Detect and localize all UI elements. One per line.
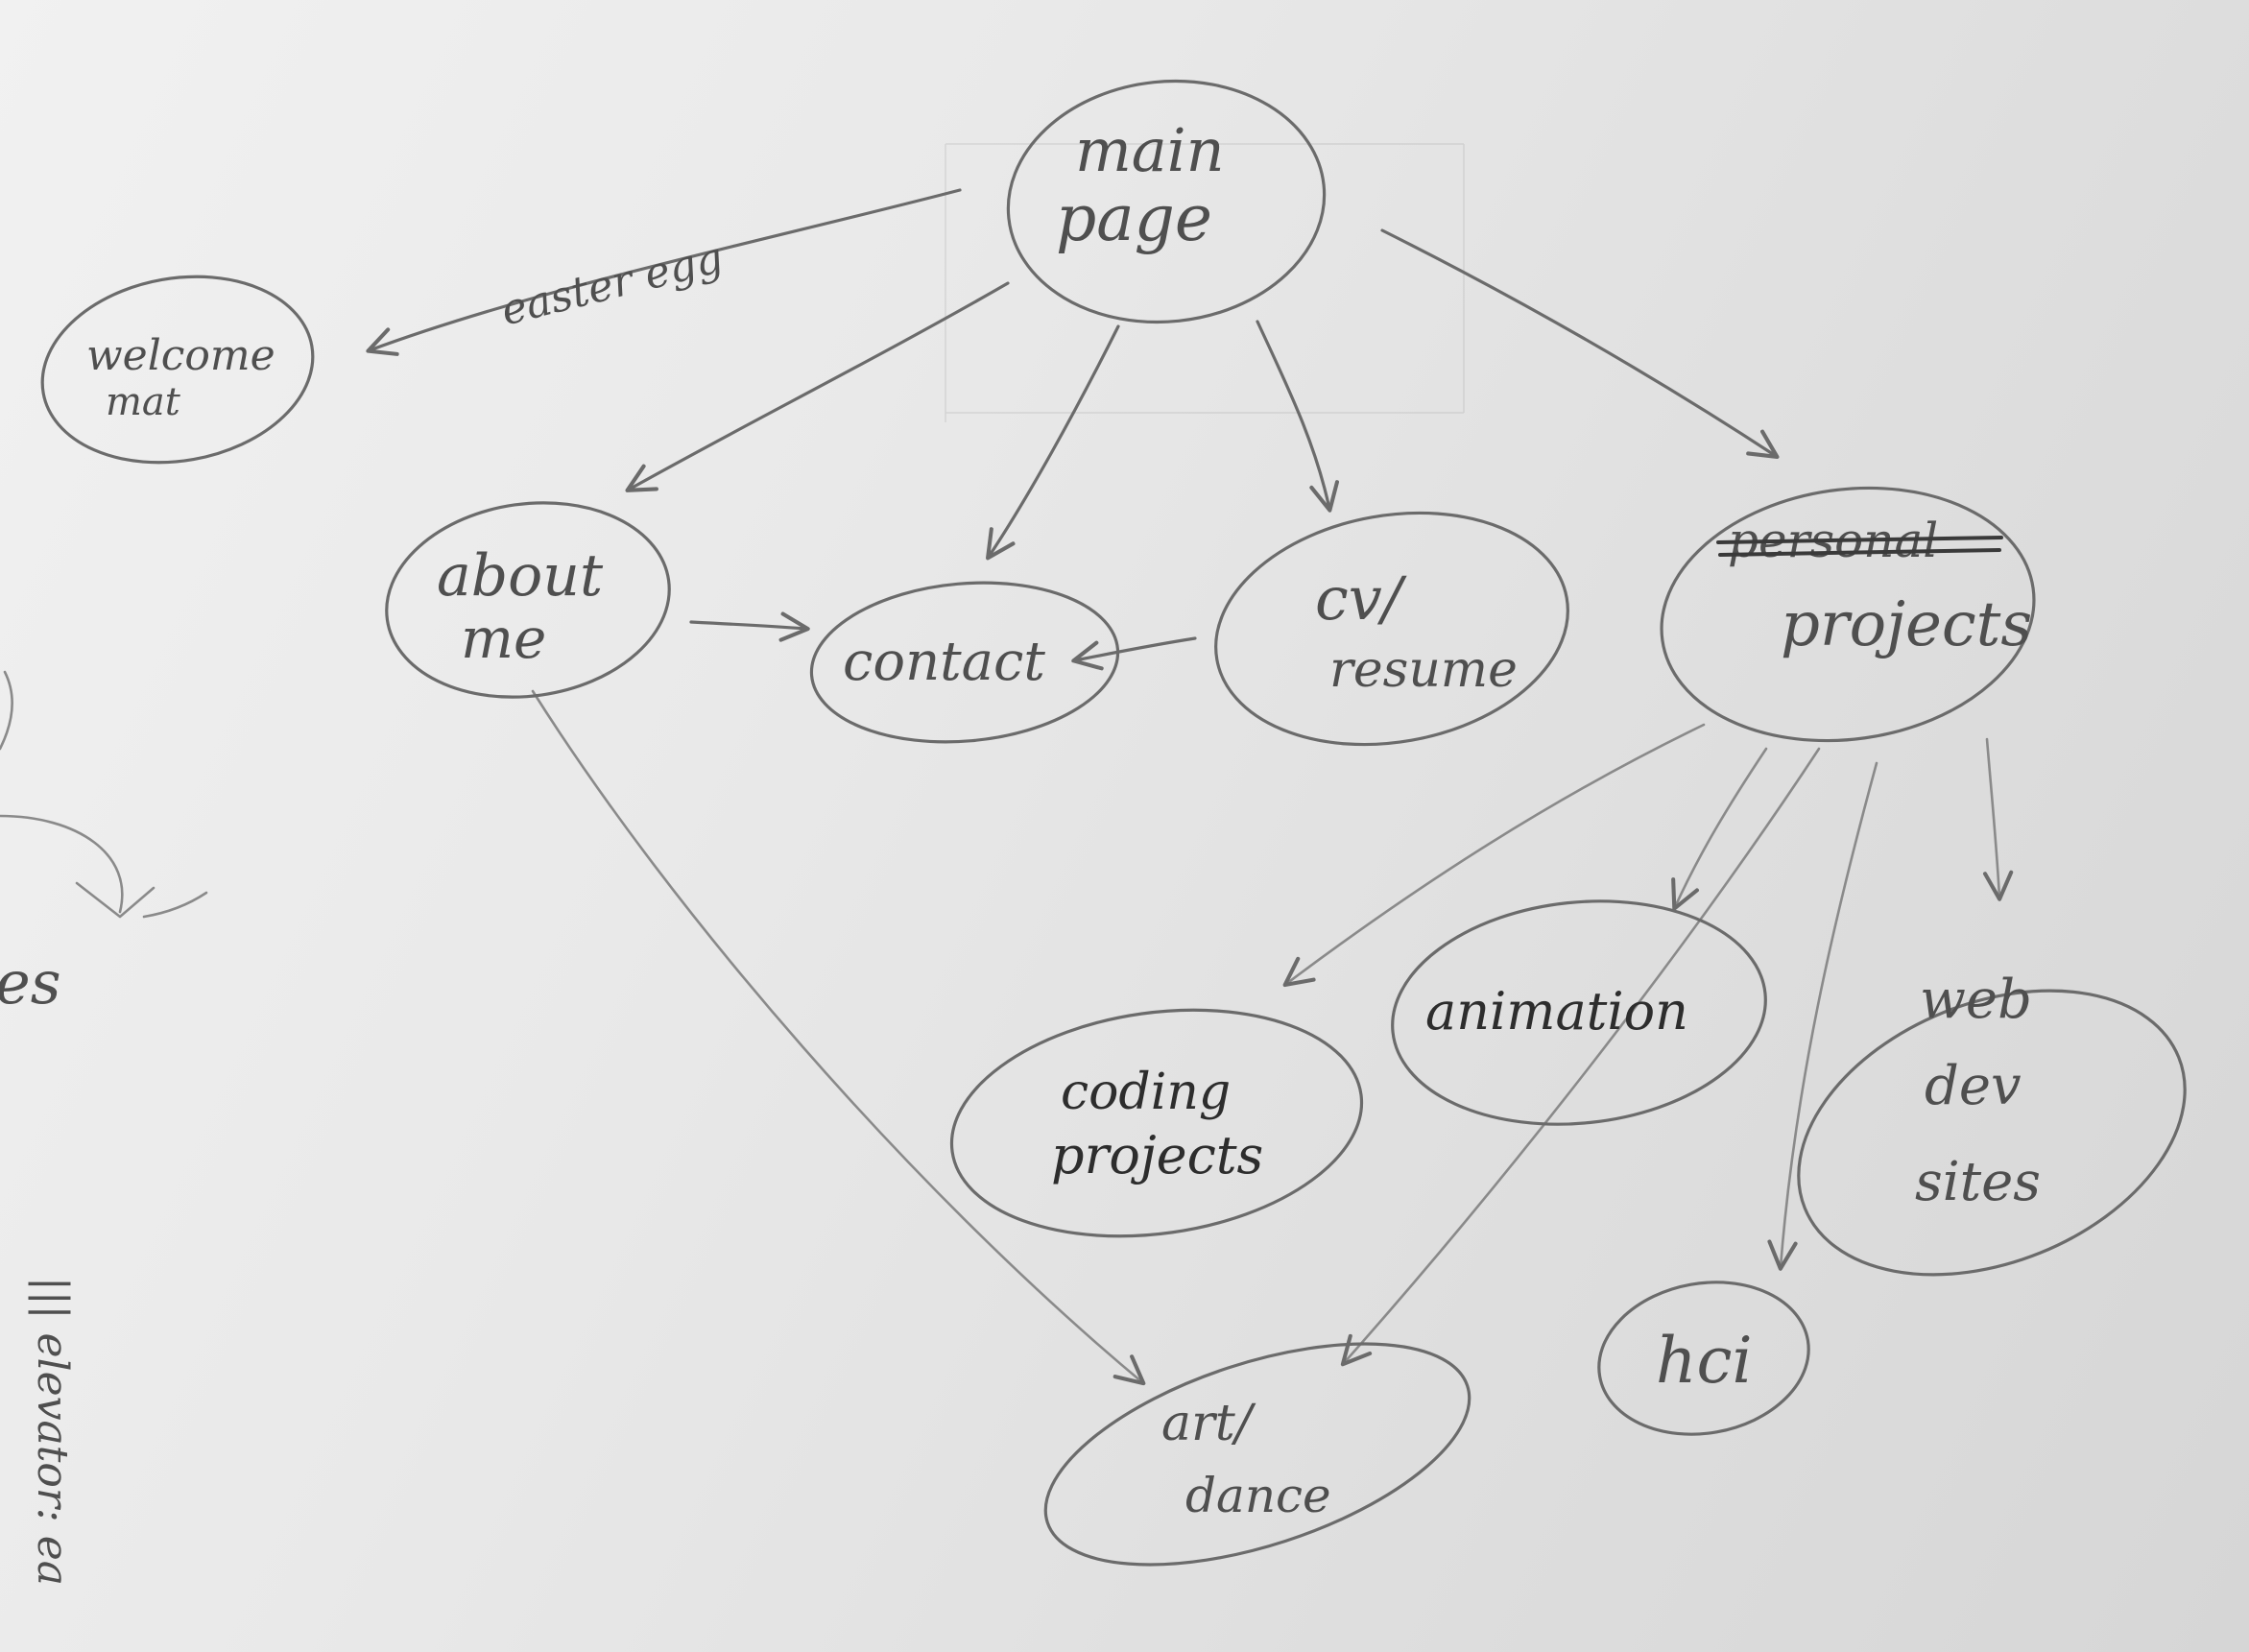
node-animation-label: animation	[1425, 981, 1688, 1041]
node-main-page-line2: page	[1056, 181, 1212, 255]
edge-projects-to-animation	[1671, 747, 1768, 911]
edge-projects-to-hci	[1767, 761, 1878, 1271]
node-welcome-mat: welcome mat	[40, 275, 315, 465]
node-main-page-line1: main	[1075, 115, 1225, 185]
node-art-dance-line1: art/	[1161, 1395, 1256, 1452]
edge-main-to-about	[625, 281, 1010, 492]
node-projects: personal projects	[1660, 486, 2036, 743]
node-hci: hci	[1597, 1281, 1810, 1436]
node-web-dev-sites-line3: sites	[1915, 1151, 2041, 1213]
node-about-me-line1: about	[437, 542, 604, 610]
node-art-dance: art/ dance	[1043, 1342, 1471, 1567]
node-welcome-mat-line1: welcome	[86, 331, 275, 380]
node-web-dev-sites-line1: web	[1920, 969, 2032, 1031]
edge-about-to-contact	[689, 611, 810, 642]
edge-projects-to-web	[1982, 737, 2014, 901]
left-margin-fragments: es ||| elevator: ea	[0, 670, 208, 1586]
edge-main-to-contact	[986, 324, 1120, 561]
node-projects-label: projects	[1781, 589, 2032, 660]
node-cv-resume-line2: resume	[1329, 641, 1518, 699]
node-coding-projects: coding projects	[949, 1008, 1364, 1238]
edge-about-to-art	[531, 689, 1146, 1386]
node-contact: contact	[809, 581, 1120, 744]
node-contact-label: contact	[843, 631, 1045, 693]
margin-fragment-vertical: ||| elevator: ea	[28, 1277, 77, 1586]
margin-curve-arrow	[0, 814, 156, 919]
edge-label-easter-egg: easter egg	[496, 233, 728, 336]
edge-projects-to-art	[1340, 747, 1821, 1367]
node-coding-projects-line1: coding	[1061, 1064, 1231, 1121]
node-art-dance-line2: dance	[1185, 1468, 1331, 1523]
node-about-me-line2: me	[461, 606, 546, 671]
node-web-dev-sites-line2: dev	[1925, 1055, 2022, 1117]
edge-main-to-welcome	[366, 188, 962, 356]
node-coding-projects-line2: projects	[1051, 1125, 1263, 1185]
node-main-page: main page	[1006, 79, 1327, 324]
node-cv-resume: cv/ resume	[1214, 511, 1569, 747]
edge-cv-to-contact	[1071, 636, 1197, 671]
edge-projects-to-coding	[1282, 723, 1706, 988]
node-projects-strike-line-1	[1716, 536, 2003, 544]
node-web-dev-sites: web dev sites	[1797, 969, 2187, 1277]
margin-squiggle-top	[0, 670, 13, 751]
node-welcome-mat-line2: mat	[106, 380, 181, 424]
margin-curve-tail	[142, 891, 208, 919]
node-about-me: about me	[385, 501, 671, 699]
node-cv-resume-line1: cv/	[1315, 563, 1407, 634]
node-hci-label: hci	[1656, 1324, 1753, 1398]
edges	[366, 188, 2014, 1386]
node-projects-strike-line-2	[1718, 548, 2001, 557]
node-animation: animation	[1391, 899, 1767, 1126]
edge-main-to-projects	[1380, 228, 1780, 459]
edge-main-to-cv	[1256, 320, 1339, 513]
margin-fragment-es: es	[0, 947, 61, 1018]
